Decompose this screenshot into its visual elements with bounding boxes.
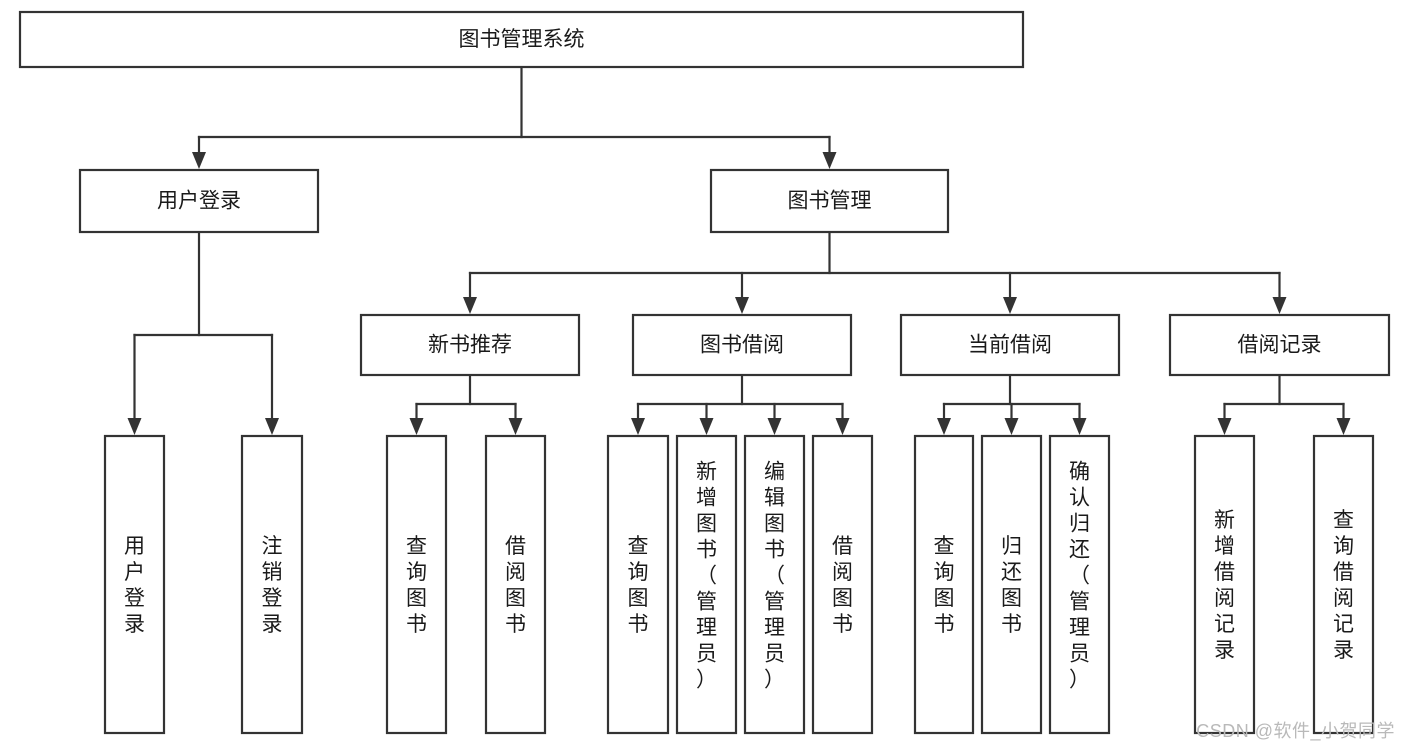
arrow-head-icon bbox=[1004, 418, 1019, 435]
node-label-leaf-query-book-3: 查询图书 bbox=[934, 535, 955, 636]
node-leaf-add-book[interactable]: 新增图书（管理员） bbox=[675, 434, 738, 735]
node-box-user-login[interactable] bbox=[78, 168, 320, 234]
node-leaf-query-book-2[interactable]: 查询图书 bbox=[606, 434, 670, 735]
node-new-book-recommend[interactable]: 新书推荐 bbox=[359, 313, 581, 377]
node-root[interactable]: 图书管理系统 bbox=[18, 10, 1025, 69]
node-label-leaf-query-book-2: 查询图书 bbox=[628, 535, 649, 636]
arrow-head-icon bbox=[409, 418, 424, 435]
arrow-head-icon bbox=[192, 152, 206, 169]
node-label-leaf-user-login: 用户登录 bbox=[124, 535, 145, 636]
node-box-root[interactable] bbox=[18, 10, 1025, 69]
node-label-borrow-record: 借阅记录 bbox=[1238, 334, 1322, 357]
arrow-head-icon bbox=[735, 297, 749, 314]
arrow-head-icon bbox=[463, 297, 477, 314]
node-box-borrow-record[interactable] bbox=[1168, 313, 1391, 377]
arrow-head-icon bbox=[1217, 418, 1232, 435]
arrow-head-icon bbox=[631, 418, 645, 435]
node-box-leaf-borrow-book-1[interactable] bbox=[484, 434, 547, 735]
arrow-head-icon bbox=[265, 418, 279, 435]
node-box-book-manage[interactable] bbox=[709, 168, 950, 234]
node-label-leaf-confirm-return: 确认归还（管理员） bbox=[1069, 460, 1090, 691]
node-user-login[interactable]: 用户登录 bbox=[78, 168, 320, 234]
node-box-leaf-confirm-return[interactable] bbox=[1048, 434, 1111, 735]
node-label-root: 图书管理系统 bbox=[459, 28, 585, 51]
node-leaf-user-login[interactable]: 用户登录 bbox=[103, 434, 166, 735]
node-leaf-edit-book[interactable]: 编辑图书（管理员） bbox=[743, 434, 806, 735]
node-leaf-return-book[interactable]: 归还图书 bbox=[980, 434, 1043, 735]
node-box-leaf-query-record[interactable] bbox=[1312, 434, 1375, 735]
node-leaf-query-book-1[interactable]: 查询图书 bbox=[385, 434, 448, 735]
node-box-current-borrow[interactable] bbox=[899, 313, 1121, 377]
node-label-leaf-logout: 注销登录 bbox=[262, 535, 283, 636]
node-label-book-borrow: 图书借阅 bbox=[700, 334, 784, 357]
arrow-head-icon bbox=[1072, 418, 1087, 435]
node-label-leaf-borrow-book-2: 借阅图书 bbox=[832, 535, 853, 636]
node-leaf-query-book-3[interactable]: 查询图书 bbox=[913, 434, 975, 735]
nodes-layer: 图书管理系统用户登录图书管理新书推荐图书借阅当前借阅借阅记录用户登录注销登录查询… bbox=[18, 10, 1391, 735]
node-leaf-query-record[interactable]: 查询借阅记录 bbox=[1312, 434, 1375, 735]
arrow-head-icon bbox=[822, 152, 837, 169]
node-label-leaf-query-record: 查询借阅记录 bbox=[1333, 509, 1354, 662]
arrow-head-icon bbox=[835, 418, 850, 435]
node-box-leaf-return-book[interactable] bbox=[980, 434, 1043, 735]
node-leaf-confirm-return[interactable]: 确认归还（管理员） bbox=[1048, 434, 1111, 735]
node-book-manage[interactable]: 图书管理 bbox=[709, 168, 950, 234]
node-box-leaf-add-book[interactable] bbox=[675, 434, 738, 735]
edges-layer bbox=[127, 65, 1351, 435]
node-box-book-borrow[interactable] bbox=[631, 313, 853, 377]
arrow-head-icon bbox=[699, 418, 714, 435]
node-box-leaf-query-book-3[interactable] bbox=[913, 434, 975, 735]
node-leaf-borrow-book-2[interactable]: 借阅图书 bbox=[811, 434, 874, 735]
node-box-leaf-logout[interactable] bbox=[240, 434, 304, 735]
node-box-new-book-recommend[interactable] bbox=[359, 313, 581, 377]
node-current-borrow[interactable]: 当前借阅 bbox=[899, 313, 1121, 377]
node-box-leaf-add-record[interactable] bbox=[1193, 434, 1256, 735]
arrow-head-icon bbox=[767, 418, 782, 435]
node-box-leaf-query-book-2[interactable] bbox=[606, 434, 670, 735]
node-label-book-manage: 图书管理 bbox=[788, 190, 872, 213]
arrow-head-icon bbox=[1272, 297, 1287, 314]
arrow-head-icon bbox=[937, 418, 951, 435]
node-box-leaf-query-book-1[interactable] bbox=[385, 434, 448, 735]
node-box-leaf-user-login[interactable] bbox=[103, 434, 166, 735]
node-leaf-borrow-book-1[interactable]: 借阅图书 bbox=[484, 434, 547, 735]
node-label-leaf-add-book: 新增图书（管理员） bbox=[696, 460, 717, 691]
arrow-head-icon bbox=[1003, 297, 1017, 314]
node-label-user-login: 用户登录 bbox=[157, 190, 241, 213]
node-label-leaf-query-book-1: 查询图书 bbox=[406, 535, 427, 636]
node-leaf-logout[interactable]: 注销登录 bbox=[240, 434, 304, 735]
node-label-leaf-return-book: 归还图书 bbox=[1001, 535, 1022, 636]
node-leaf-add-record[interactable]: 新增借阅记录 bbox=[1193, 434, 1256, 735]
watermark-text: CSDN @软件_小贺同学 bbox=[1196, 721, 1395, 741]
arrow-head-icon bbox=[1336, 418, 1351, 435]
node-borrow-record[interactable]: 借阅记录 bbox=[1168, 313, 1391, 377]
node-label-current-borrow: 当前借阅 bbox=[968, 334, 1052, 357]
node-label-leaf-borrow-book-1: 借阅图书 bbox=[505, 535, 526, 636]
node-box-leaf-borrow-book-2[interactable] bbox=[811, 434, 874, 735]
node-label-leaf-add-record: 新增借阅记录 bbox=[1214, 509, 1235, 662]
node-box-leaf-edit-book[interactable] bbox=[743, 434, 806, 735]
node-label-new-book-recommend: 新书推荐 bbox=[428, 334, 512, 357]
node-label-leaf-edit-book: 编辑图书（管理员） bbox=[764, 460, 785, 691]
node-book-borrow[interactable]: 图书借阅 bbox=[631, 313, 853, 377]
arrow-head-icon bbox=[127, 418, 142, 435]
arrow-head-icon bbox=[508, 418, 523, 435]
